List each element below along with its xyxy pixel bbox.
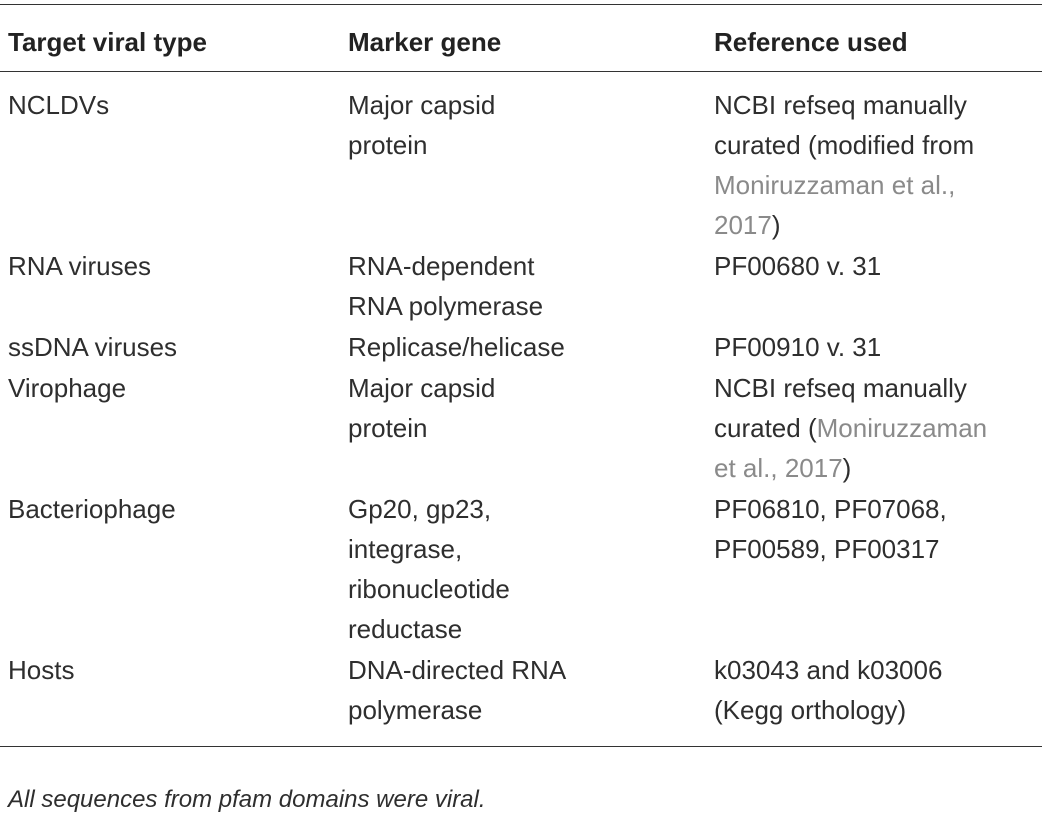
cell-reference-used: PF06810, PF07068, PF00589, PF00317: [706, 488, 1042, 649]
cell-reference-used: NCBI refseq manually curated (Moniruzzama…: [706, 367, 1042, 488]
cell-target-viral-type: Bacteriophage: [8, 494, 176, 524]
reference-line: PF00589, PF00317: [714, 529, 1042, 569]
reference-line: PF00910 v. 31: [714, 327, 1042, 367]
citation-link[interactable]: Moniruzzaman: [816, 413, 988, 443]
header-target-viral-type: Target viral type: [8, 27, 207, 57]
marker-gene-line: polymerase: [348, 695, 483, 725]
reference-text: ): [842, 453, 852, 483]
header-marker-gene: Marker gene: [348, 27, 502, 57]
cell-reference-used: PF00910 v. 31: [706, 326, 1042, 367]
viral-marker-table: Target viral type Marker gene Reference …: [0, 4, 1042, 747]
reference-text: curated (: [714, 413, 817, 443]
cell-marker-gene: DNA-directed RNA polymerase: [340, 649, 706, 747]
cell-target-viral-type: NCLDVs: [8, 90, 110, 120]
cell-marker-gene: Major capsid protein: [340, 72, 706, 246]
table-row: Bacteriophage Gp20, gp23, integrase, ribonu…: [0, 488, 1042, 649]
marker-gene-line: ribonucleotide: [348, 574, 510, 604]
marker-gene-line: protein: [348, 413, 428, 443]
reference-line: curated (modified from: [714, 125, 1042, 165]
reference-line: (Kegg orthology): [714, 690, 1042, 730]
cell-reference-used: k03043 and k03006 (Kegg orthology): [706, 649, 1042, 747]
reference-line: Moniruzzaman et al.,: [714, 165, 1042, 205]
reference-text: PF00589, PF00317: [714, 534, 940, 564]
cell-target-viral-type: RNA viruses: [8, 251, 152, 281]
table-row: Virophage Major capsid protein NCBI refseq …: [0, 367, 1042, 488]
marker-gene-line: reductase: [348, 614, 463, 644]
reference-line: PF00680 v. 31: [714, 246, 1042, 286]
reference-text: curated (modified from: [714, 130, 975, 160]
reference-line: curated (Moniruzzaman: [714, 408, 1042, 448]
cell-marker-gene: Major capsid protein: [340, 367, 706, 488]
table-header: Target viral type Marker gene Reference …: [0, 4, 1042, 72]
table-row: Hosts DNA-directed RNA polymerase k03043 an…: [0, 649, 1042, 747]
marker-gene-line: integrase,: [348, 534, 463, 564]
reference-text: (Kegg orthology): [714, 695, 907, 725]
marker-gene-line: Major capsid: [348, 90, 496, 120]
reference-line: 2017): [714, 205, 1042, 245]
citation-link[interactable]: et al., 2017: [714, 453, 843, 483]
reference-line: k03043 and k03006: [714, 650, 1042, 690]
marker-gene-line: Gp20, gp23,: [348, 494, 492, 524]
cell-reference-used: PF00680 v. 31: [706, 245, 1042, 326]
citation-link[interactable]: Moniruzzaman et al.,: [714, 170, 956, 200]
reference-line: NCBI refseq manually: [714, 368, 1042, 408]
cell-target-viral-type: Hosts: [8, 655, 75, 685]
cell-marker-gene: Replicase/helicase: [340, 326, 706, 367]
reference-text: k03043 and k03006: [714, 655, 943, 685]
reference-text: NCBI refseq manually: [714, 373, 967, 403]
reference-text: ): [771, 210, 781, 240]
reference-text: PF06810, PF07068,: [714, 494, 947, 524]
marker-gene-line: protein: [348, 130, 428, 160]
reference-text: NCBI refseq manually: [714, 90, 967, 120]
cell-reference-used: NCBI refseq manually curated (modified fr…: [706, 72, 1042, 246]
reference-line: NCBI refseq manually: [714, 85, 1042, 125]
reference-line: PF06810, PF07068,: [714, 489, 1042, 529]
table-footnote: All sequences from pfam domains were vir…: [8, 786, 486, 813]
header-row: Target viral type Marker gene Reference …: [0, 4, 1042, 72]
marker-gene-line: RNA-dependent: [348, 251, 535, 281]
marker-gene-line: RNA polymerase: [348, 291, 544, 321]
marker-gene-line: DNA-directed RNA: [348, 655, 567, 685]
reference-line: et al., 2017): [714, 448, 1042, 488]
marker-gene-line: Major capsid: [348, 373, 496, 403]
cell-target-viral-type: Virophage: [8, 373, 127, 403]
cell-marker-gene: Gp20, gp23, integrase, ribonucleotide reduc…: [340, 488, 706, 649]
header-reference-used: Reference used: [714, 27, 908, 57]
cell-target-viral-type: ssDNA viruses: [8, 332, 178, 362]
marker-gene-line: Replicase/helicase: [348, 332, 565, 362]
reference-text: PF00680 v. 31: [714, 251, 882, 281]
citation-link[interactable]: 2017: [714, 210, 772, 240]
reference-text: PF00910 v. 31: [714, 332, 882, 362]
table-row: NCLDVs Major capsid protein NCBI refseq man…: [0, 72, 1042, 246]
table-row: ssDNA viruses Replicase/helicase PF00910 v…: [0, 326, 1042, 367]
data-table-container: Target viral type Marker gene Reference …: [0, 4, 1042, 747]
